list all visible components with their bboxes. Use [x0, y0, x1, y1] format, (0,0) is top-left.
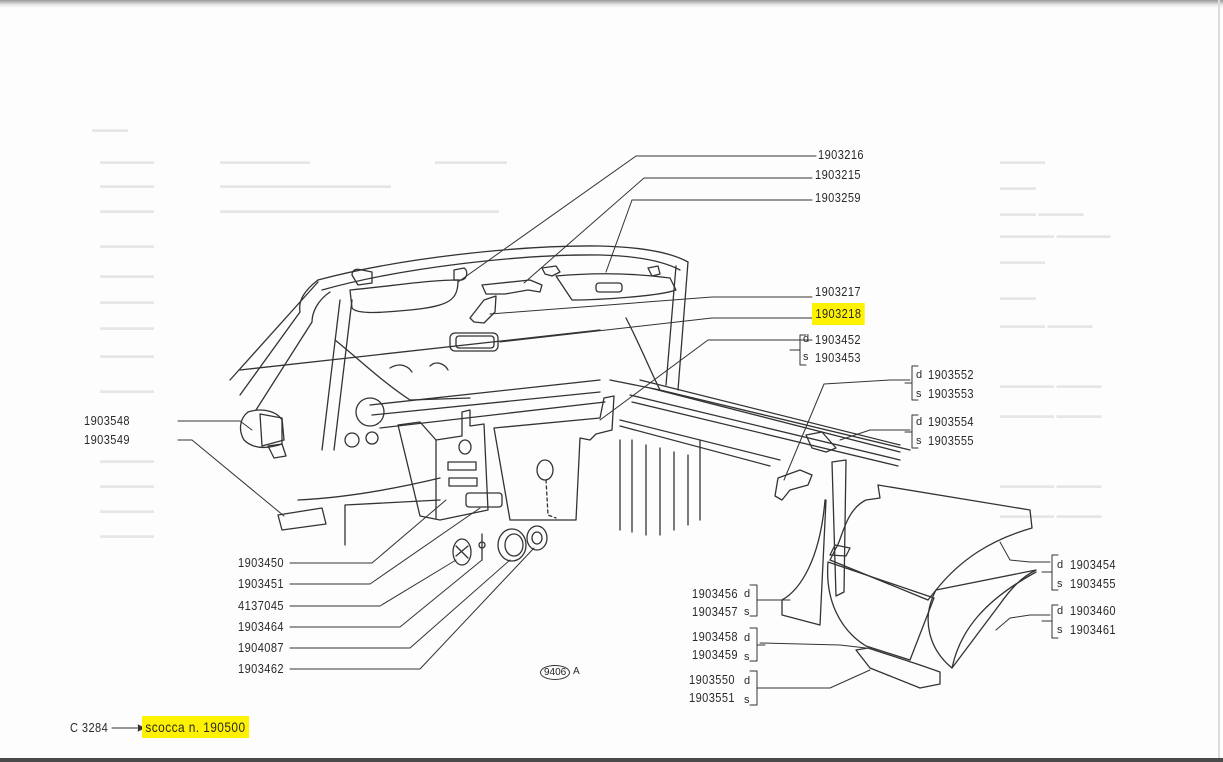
part-label-highlighted: 1903218 — [812, 303, 865, 325]
part-label-s: 1903453 — [815, 350, 862, 365]
sun-visor-right — [541, 265, 677, 301]
side-letter-d: d — [916, 416, 923, 428]
b-pillar-trim — [774, 431, 847, 626]
courtesy-lamp — [277, 507, 327, 531]
part-label-d: 1903460 — [1070, 603, 1117, 618]
console-panel — [397, 409, 503, 521]
part-label-s: 1903551 — [689, 690, 736, 705]
side-letter-s: s — [744, 651, 750, 663]
scan-right-edge — [1218, 0, 1220, 762]
part-label-s: 1903555 — [928, 433, 975, 448]
side-letter-s: s — [744, 694, 750, 706]
side-letter-d: d — [744, 632, 751, 644]
sun-visor-left — [349, 267, 468, 314]
part-label: 1904087 — [238, 640, 285, 655]
side-letter-s: s — [1057, 624, 1063, 636]
brackets — [749, 334, 1059, 706]
part-label: 1903548 — [84, 413, 131, 428]
drawing-code: C 3284 — [70, 720, 109, 735]
part-label-s: 1903457 — [692, 604, 739, 619]
mirror-bracket — [469, 295, 497, 324]
rear-view-mirror — [449, 332, 499, 352]
part-label: 1903217 — [815, 284, 862, 299]
part-label: 1903216 — [818, 147, 865, 162]
chassis-note: scocca n. 190500 — [142, 716, 249, 738]
armrest — [855, 647, 941, 689]
side-letter-d: d — [1057, 559, 1064, 571]
part-label: 1903215 — [815, 167, 862, 182]
side-letter-d: d — [744, 588, 751, 600]
side-letter-s: s — [803, 351, 809, 363]
part-label-d: 1903458 — [692, 629, 739, 644]
part-label-d: 1903554 — [928, 414, 975, 429]
part-label: 4137045 — [238, 598, 285, 613]
part-label-s: 1903455 — [1070, 576, 1117, 591]
heater-knob-parts — [452, 525, 548, 566]
leader-lines — [111, 155, 1051, 732]
dashboard — [297, 339, 471, 546]
door-mirror — [239, 409, 287, 459]
part-label-d: 1903452 — [815, 332, 862, 347]
part-label: 1903451 — [238, 576, 285, 591]
ceiling-clips — [389, 362, 449, 373]
part-label: 1903549 — [84, 432, 131, 447]
rear-quarter-panel — [826, 484, 1037, 669]
side-letter-d: d — [1057, 605, 1064, 617]
knee-panel — [493, 395, 615, 521]
part-label: 1903259 — [815, 190, 862, 205]
part-label-d: 1903552 — [928, 367, 975, 382]
side-letter-d: d — [744, 675, 751, 687]
side-letter-d: d — [916, 369, 923, 381]
part-label-s: 1903553 — [928, 386, 975, 401]
side-letter-s: s — [1057, 578, 1063, 590]
grab-handle — [481, 279, 543, 295]
scan-top-shadow — [0, 0, 1223, 8]
roof-frame — [229, 245, 911, 536]
figure-reference-badge: 9406 — [540, 665, 571, 680]
side-letter-s: s — [916, 435, 922, 447]
part-label-s: 1903459 — [692, 647, 739, 662]
figure-suffix: A — [573, 666, 580, 677]
part-label: 1903462 — [238, 661, 285, 676]
side-letter-s: s — [744, 606, 750, 618]
part-label: 1903450 — [238, 555, 285, 570]
scan-bottom-edge — [0, 758, 1223, 762]
side-letter-d: d — [803, 333, 810, 345]
side-letter-s: s — [916, 388, 922, 400]
part-label-d: 1903550 — [689, 672, 736, 687]
part-label-d: 1903454 — [1070, 557, 1117, 572]
part-label-s: 1903461 — [1070, 622, 1117, 637]
part-label-d: 1903456 — [692, 586, 739, 601]
part-label: 1903464 — [238, 619, 285, 634]
